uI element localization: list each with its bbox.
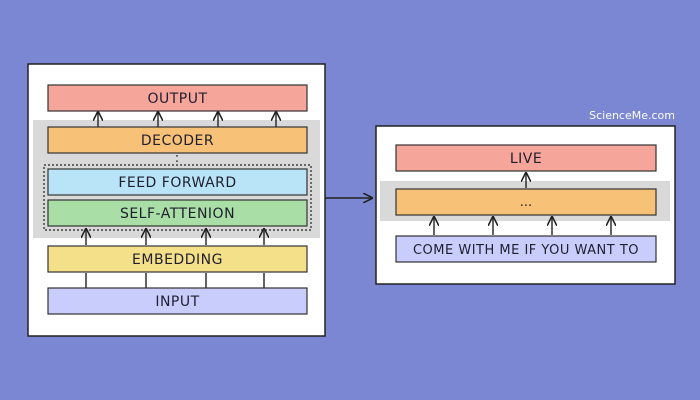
hidden-label: ... [520, 195, 532, 210]
watermark-text: ScienceMe.com [589, 109, 675, 122]
feed-forward-block [47, 168, 308, 196]
embedding-block [47, 245, 308, 273]
encoder-layer-group [43, 164, 312, 231]
self-attention-block [47, 199, 308, 227]
decoder-to-output-arrows [98, 112, 276, 127]
prediction-output-block [395, 144, 657, 172]
self-attention-label: SELF-ATTENION [120, 206, 235, 222]
embedding-label: EMBEDDING [132, 252, 223, 268]
embedding-to-attention-arrows [86, 229, 264, 245]
hidden-block [395, 188, 657, 216]
prediction-output-label: LIVE [510, 151, 542, 167]
output-label: OUTPUT [147, 91, 207, 107]
sentence-input-label: COME WITH ME IF YOU WANT TO [413, 243, 639, 258]
right-panel: ScienceMe.com LIVE ... COME WITH ME IF Y… [375, 109, 676, 285]
input-label: INPUT [155, 294, 199, 310]
output-block [47, 84, 308, 112]
left-panel: OUTPUT DECODER : FEED FORWARD SELF-ATTEN… [27, 63, 326, 337]
decoder-ellipsis: : [175, 151, 179, 166]
decoder-block [47, 126, 308, 154]
sentence-input-block [395, 235, 657, 263]
feed-forward-label: FEED FORWARD [118, 175, 236, 191]
input-block [47, 287, 308, 315]
decoder-label: DECODER [141, 133, 214, 149]
input-to-hidden-arrows [434, 217, 611, 235]
input-to-embedding-lines [85, 273, 265, 288]
